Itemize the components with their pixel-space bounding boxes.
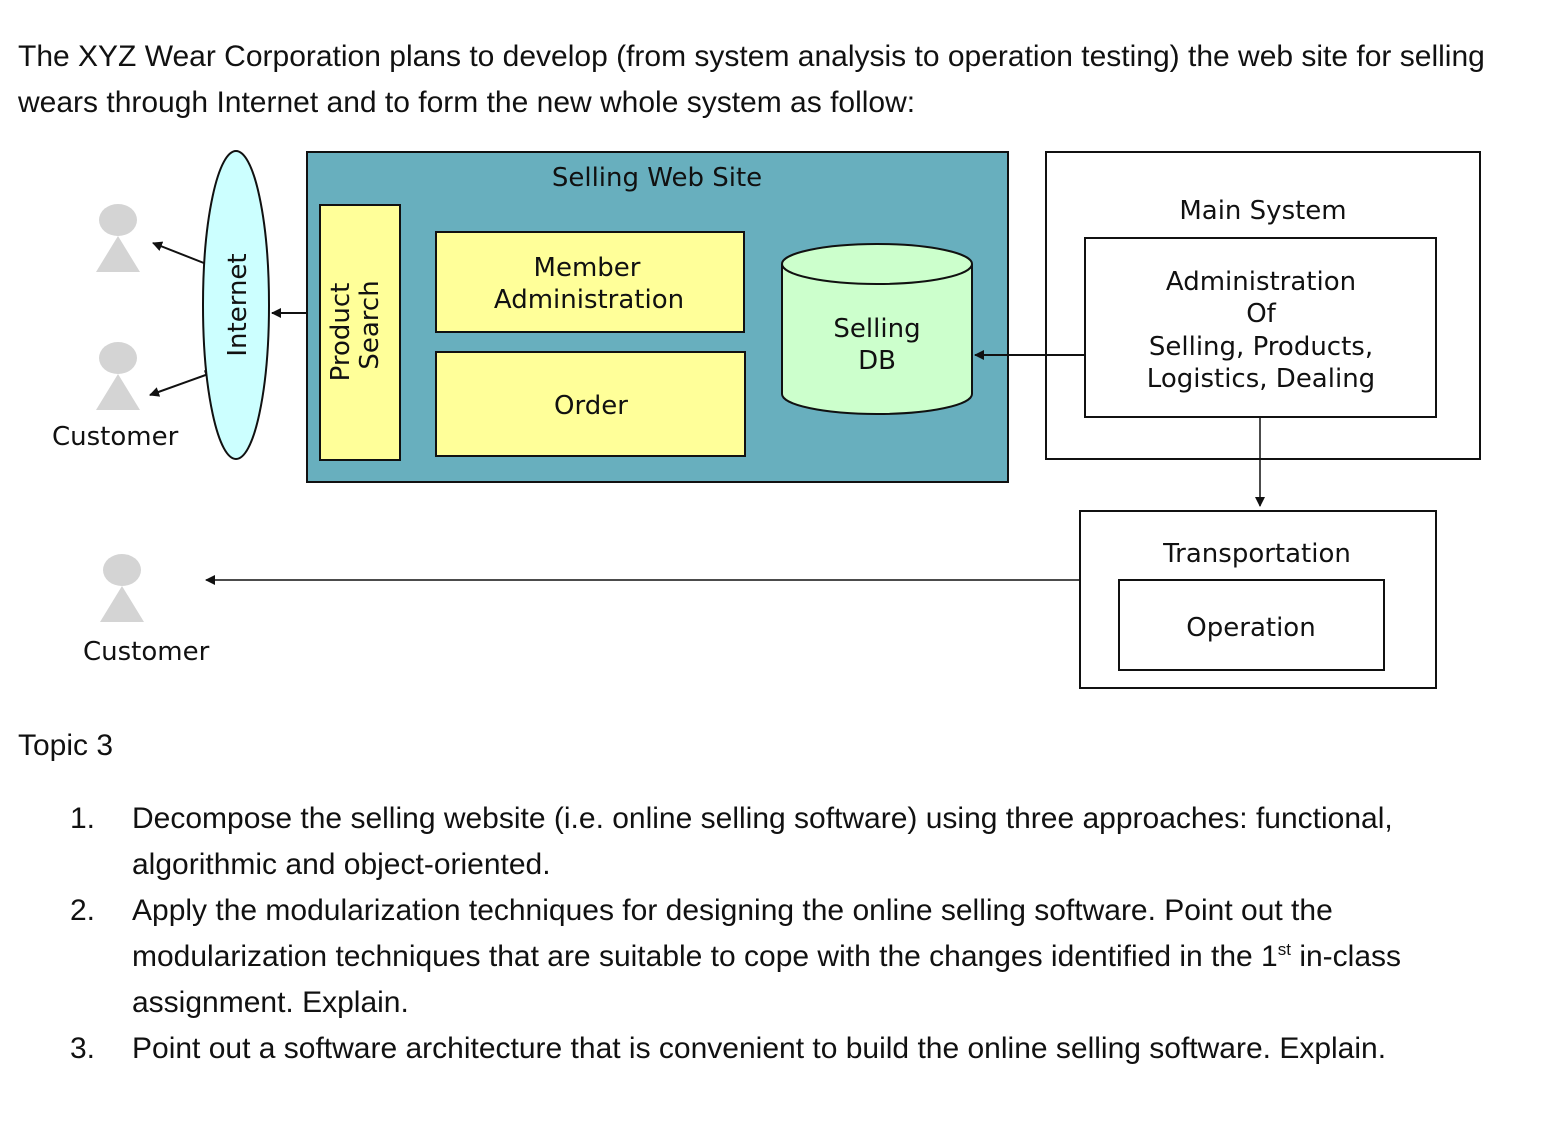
product-search-label: Search	[355, 280, 385, 369]
member-administration-label: Administration	[494, 285, 684, 315]
administration-label: Selling, Products,	[1149, 332, 1373, 362]
question-number: 3.	[70, 1032, 96, 1065]
customer-internet-arrow	[149, 370, 215, 397]
administration-label: Logistics, Dealing	[1147, 364, 1375, 394]
selling-db-label: DB	[858, 346, 896, 376]
product-search-label: Product	[326, 283, 356, 382]
system-diagram: Customer Internet Selling Web Site Produ…	[52, 150, 1481, 689]
question-text-part: Apply the modularization techniques for …	[132, 894, 1333, 973]
customer-icon	[96, 342, 140, 410]
question-text-part: in-class assignment. Explain.	[132, 940, 1402, 1019]
question-item: 2. Apply the modularization techniques f…	[70, 888, 1510, 1026]
selling-db-label: Selling	[833, 314, 920, 344]
selling-web-site-title: Selling Web Site	[552, 163, 762, 193]
administration-label: Administration	[1166, 267, 1356, 297]
selling-db-cylinder	[781, 243, 973, 415]
ordinal-suffix: st	[1277, 940, 1291, 959]
main-system-title: Main System	[1179, 196, 1346, 226]
question-text: Decompose the selling website (i.e. onli…	[132, 802, 1393, 881]
question-number: 2.	[70, 894, 96, 927]
customer-icon	[96, 204, 140, 272]
topic-heading: Topic 3	[18, 729, 114, 762]
question-item: 3. Point out a software architecture tha…	[70, 1026, 1510, 1072]
transportation-label: Transportation	[1162, 539, 1351, 569]
administration-label: Of	[1246, 299, 1276, 329]
question-text: Point out a software architecture that i…	[132, 1032, 1387, 1065]
question-number: 1.	[70, 802, 96, 835]
internet-label: Internet	[223, 253, 253, 356]
operation-box	[1118, 579, 1385, 671]
operation-label: Operation	[1186, 613, 1315, 643]
customer-label: Customer	[83, 637, 210, 667]
question-list: 1. Decompose the selling website (i.e. o…	[70, 796, 1510, 1072]
internet-node	[202, 150, 270, 460]
product-search-box	[319, 204, 401, 461]
member-administration-box	[435, 231, 745, 333]
intro-paragraph: The XYZ Wear Corporation plans to develo…	[18, 40, 1485, 119]
administration-box	[1084, 237, 1437, 418]
member-administration-label: Member	[534, 253, 641, 283]
question-item: 1. Decompose the selling website (i.e. o…	[70, 796, 1510, 888]
customer-label: Customer	[52, 422, 179, 452]
order-box	[435, 351, 746, 457]
customer-icon	[100, 554, 144, 622]
question-text: Apply the modularization techniques for …	[132, 888, 1510, 1026]
order-label: Order	[554, 391, 628, 421]
